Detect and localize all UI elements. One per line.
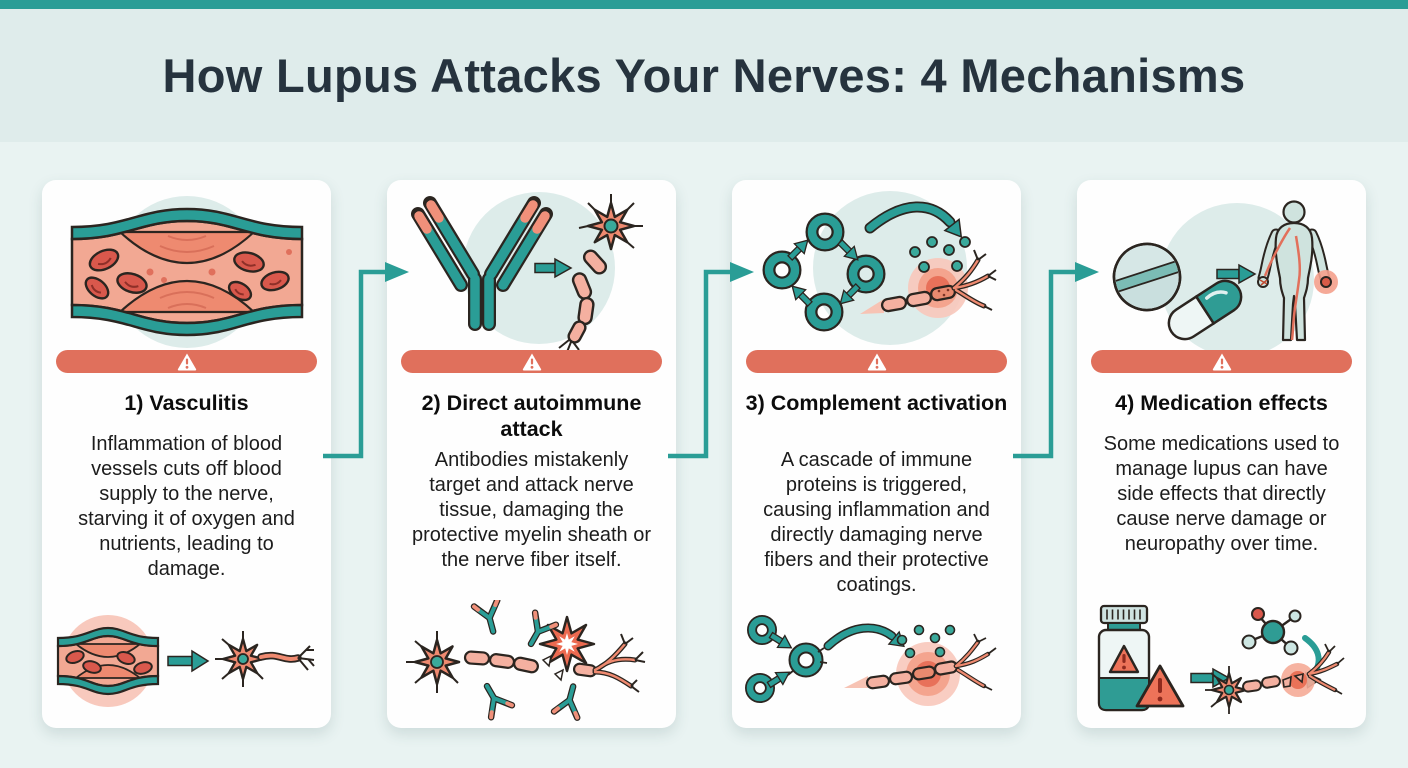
pill-bottle-warning-to-nerve-icon — [1077, 600, 1366, 722]
warning-triangle-icon — [867, 353, 886, 370]
complement-proteins-damaging-nerve-icon — [732, 600, 1021, 722]
antibodies-attacking-nerve-icon — [387, 600, 676, 722]
antibody-icon — [470, 600, 581, 721]
warning-banner — [401, 350, 662, 373]
card-medication-effects: 4) Medication effects Some medications u… — [1077, 180, 1366, 728]
card-title: 3) Complement activation — [745, 391, 1008, 415]
inflamed-blood-vessel-icon — [42, 182, 331, 350]
top-accent-bar — [0, 0, 1408, 9]
blood-vessel-to-nerve-icon — [42, 600, 331, 722]
card-complement-activation: 3) Complement activation A cascade of im… — [732, 180, 1021, 728]
pills-to-body-icon — [1077, 182, 1366, 350]
complement-cascade-to-nerve-icon — [732, 182, 1021, 350]
card-title: 2) Direct autoimmune attack — [421, 391, 642, 441]
card-direct-autoimmune-attack: 2) Direct autoimmune attack Antibodies m… — [387, 180, 676, 728]
page-title: How Lupus Attacks Your Nerves: 4 Mechani… — [162, 49, 1246, 102]
warning-triangle-icon — [177, 353, 196, 370]
warning-triangle-icon — [1212, 353, 1231, 370]
card-title: 1) Vasculitis — [124, 391, 249, 415]
warning-banner — [1091, 350, 1352, 373]
card-title: 4) Medication effects — [1115, 391, 1328, 415]
warning-banner — [746, 350, 1007, 373]
card-description: Antibodies mistakenly target and attack … — [411, 449, 651, 571]
elbow-arrow-icon — [1013, 262, 1099, 459]
warning-triangle-icon — [522, 353, 541, 370]
card-description: A cascade of immune proteins is triggere… — [763, 449, 990, 596]
card-description: Some medications used to manage lupus ca… — [1103, 433, 1340, 555]
card-vasculitis: 1) Vasculitis Inflammation of blood vess… — [42, 180, 331, 728]
antibody-to-neuron-icon — [387, 182, 676, 350]
elbow-arrow-icon — [323, 262, 409, 459]
card-description: Inflammation of blood vessels cuts off b… — [78, 433, 295, 580]
cycle-arrows — [787, 239, 861, 307]
elbow-arrow-icon — [668, 262, 754, 459]
header: How Lupus Attacks Your Nerves: 4 Mechani… — [0, 9, 1408, 142]
warning-banner — [56, 350, 317, 373]
